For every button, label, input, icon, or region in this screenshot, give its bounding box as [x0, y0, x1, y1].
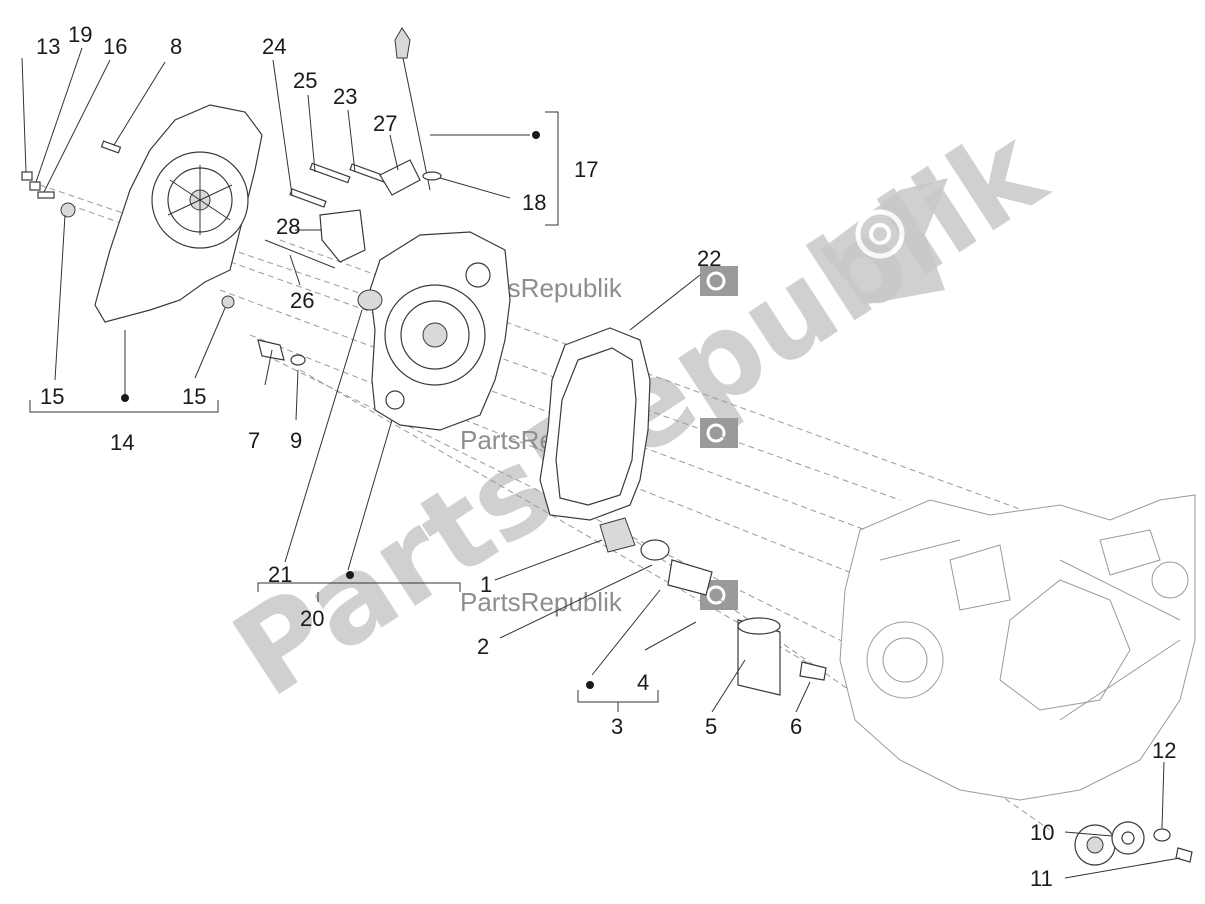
callout-25: 25 — [293, 68, 317, 93]
gasket — [539, 327, 651, 521]
engine-crankcase — [839, 494, 1196, 801]
callout-27: 27 — [373, 111, 397, 136]
fan-cover — [94, 104, 263, 323]
dot-markers — [121, 131, 594, 689]
callout-5: 5 — [705, 714, 717, 739]
callout-4: 4 — [637, 670, 649, 695]
callout-15b: 15 — [182, 384, 206, 409]
gear-flag-icon — [820, 178, 948, 305]
callout-11: 11 — [1030, 866, 1053, 891]
callout-20: 20 — [300, 606, 324, 631]
callout-9: 9 — [290, 428, 302, 453]
callout-21: 21 — [268, 562, 292, 587]
callout-18: 18 — [522, 190, 546, 215]
callout-1: 1 — [480, 572, 492, 597]
small-parts — [21, 140, 1193, 866]
callout-6: 6 — [790, 714, 802, 739]
dipstick — [394, 27, 442, 191]
callout-24: 24 — [262, 34, 286, 59]
leader-lines — [21, 47, 1181, 879]
callout-28: 28 — [276, 214, 300, 239]
watermark-gear-icon — [700, 266, 738, 610]
callout-22: 22 — [697, 246, 721, 271]
callout-26: 26 — [290, 288, 314, 313]
callout-2: 2 — [477, 634, 489, 659]
flywheel-cover — [369, 231, 511, 431]
callout-13: 13 — [36, 34, 60, 59]
callout-3: 3 — [611, 714, 623, 739]
callout-7: 7 — [248, 428, 260, 453]
callout-8: 8 — [170, 34, 182, 59]
callout-17: 17 — [574, 157, 598, 182]
callout-23: 23 — [333, 84, 357, 109]
callout-14: 14 — [110, 430, 134, 455]
callout-labels: 13 19 16 8 15 15 14 24 25 23 27 28 26 17… — [36, 22, 1176, 891]
callout-16: 16 — [103, 34, 127, 59]
callout-12: 12 — [1152, 738, 1176, 763]
callout-19: 19 — [68, 22, 92, 47]
callout-15a: 15 — [40, 384, 64, 409]
callout-10: 10 — [1030, 820, 1054, 845]
